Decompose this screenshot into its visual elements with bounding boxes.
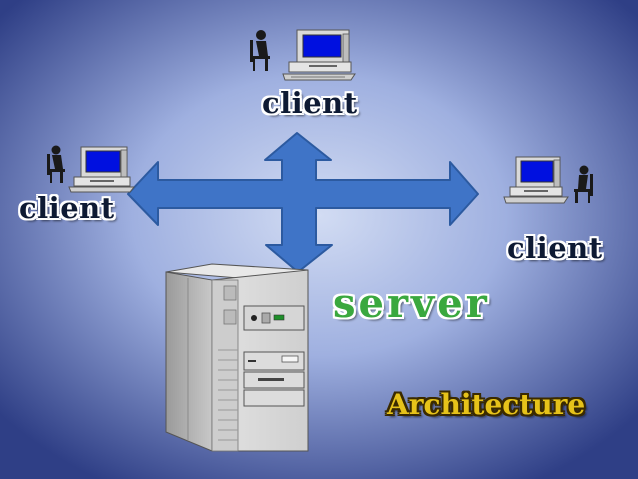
computer-workstation-icon (503, 156, 569, 204)
client-top-workstation (250, 29, 356, 81)
seated-person-icon (47, 145, 65, 183)
computer-workstation-icon (282, 29, 356, 81)
seated-person-icon (574, 165, 593, 203)
client-right-workstation (503, 156, 593, 204)
computer-workstation-icon (68, 146, 136, 193)
seated-person-icon (250, 30, 270, 71)
architecture-label: Architecture (387, 388, 586, 421)
client-top-label: client (262, 86, 358, 120)
client-left-workstation (47, 145, 136, 193)
server-label: server (333, 280, 490, 327)
tower-server-icon (165, 263, 309, 452)
client-right-label: client (507, 231, 603, 265)
client-left-label: client (19, 191, 115, 225)
